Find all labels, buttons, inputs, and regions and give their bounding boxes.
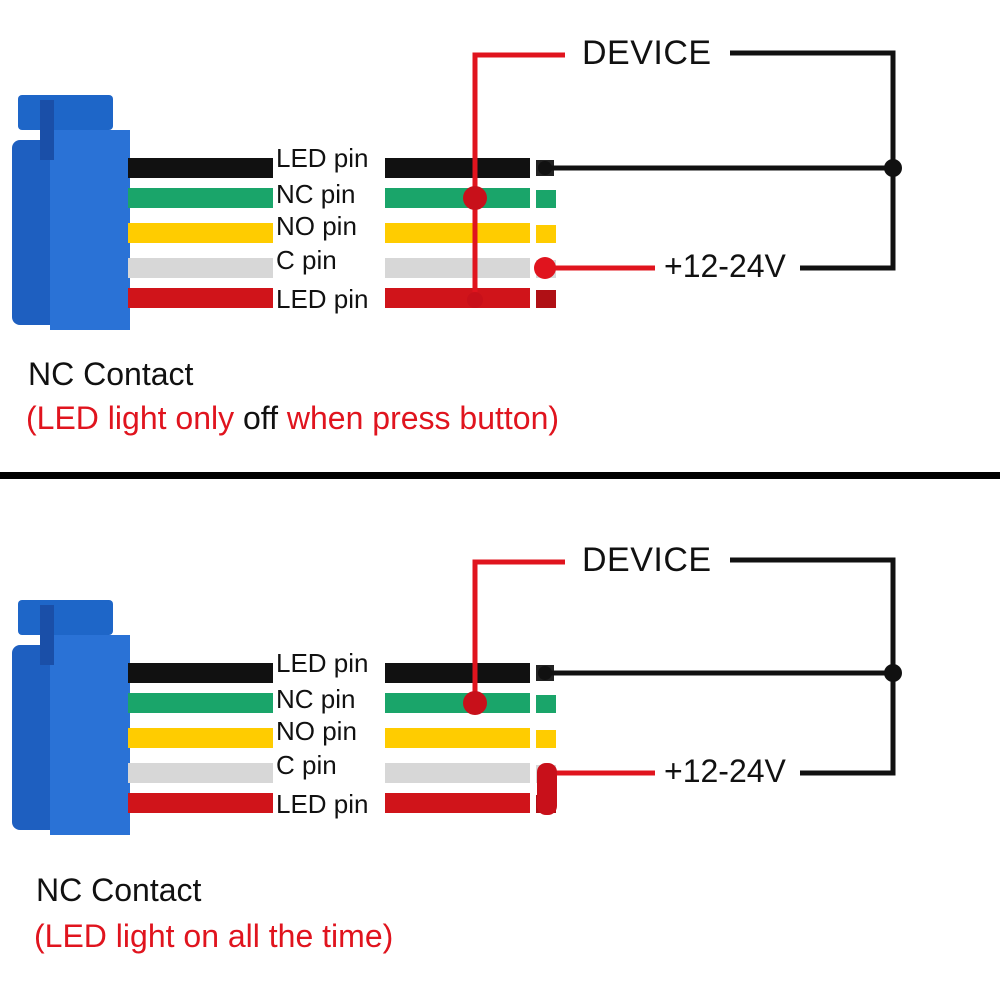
pin-label-nc: NC pin [276,179,356,209]
white-wire [128,763,273,783]
green-wire-end [385,693,530,713]
note-part-3: when press button) [277,400,560,436]
pin-label-led: LED pin [276,648,369,678]
top-wiring-diagram [12,50,902,330]
led-red-circuit [472,559,655,776]
green-wire-end [385,188,530,208]
c-pin-junction-dot [534,257,556,279]
voltage-label: +12-24V [664,753,786,789]
pin-label-c: C pin [276,245,337,275]
white-wire [128,258,273,278]
yellow-wire-end [385,728,530,748]
contact-caption: NC Contact [28,356,194,392]
device-black-circuit [545,557,896,776]
blue-switch-connector [12,95,130,330]
green-wire [128,188,273,208]
black-wire [128,663,273,683]
red-wire-end [385,288,530,308]
white-wire-end [385,258,530,278]
pin-label-led-2: LED pin [276,789,369,819]
nc-junction-dot [463,691,487,715]
section-divider [0,472,1000,479]
red-wire-end [385,793,530,813]
black-wire-end [385,663,530,683]
voltage-label: +12-24V [664,248,786,284]
pin-label-no: NO pin [276,716,357,746]
yellow-wire [128,223,273,243]
behavior-note: (LED light on all the time) [34,918,394,954]
junction-dot [884,159,902,177]
bottom-wiring-panel: DEVICE +12-24V LED pin NC pin NO pin C p… [0,505,1000,975]
top-wiring-panel: DEVICE +12-24V LED pin NC pin NO pin C p… [0,0,1000,470]
green-wire [128,693,273,713]
note-part-2: off [242,400,278,436]
bottom-wiring-diagram [12,557,902,835]
behavior-note: (LED light only off when press button) [26,400,559,437]
white-wire-end [385,763,530,783]
black-wire-end [385,158,530,178]
junction-dot [884,664,902,682]
red-wire [128,288,273,308]
nc-junction-dot [463,186,487,210]
device-label: DEVICE [582,34,712,72]
pin-label-led: LED pin [276,143,369,173]
blue-switch-connector [12,600,130,835]
contact-caption: NC Contact [36,872,202,908]
red-wire [128,793,273,813]
device-black-circuit [545,50,896,271]
device-label: DEVICE [582,541,712,579]
yellow-wire-end [385,223,530,243]
pin-label-c: C pin [276,750,337,780]
pin-label-nc: NC pin [276,684,356,714]
yellow-wire [128,728,273,748]
c-led-jumper [537,763,557,815]
pin-label-no: NO pin [276,211,357,241]
led-red-circuit [472,52,655,300]
note-part-1: (LED light only [26,400,243,436]
pin-label-led-2: LED pin [276,284,369,314]
black-wire [128,158,273,178]
